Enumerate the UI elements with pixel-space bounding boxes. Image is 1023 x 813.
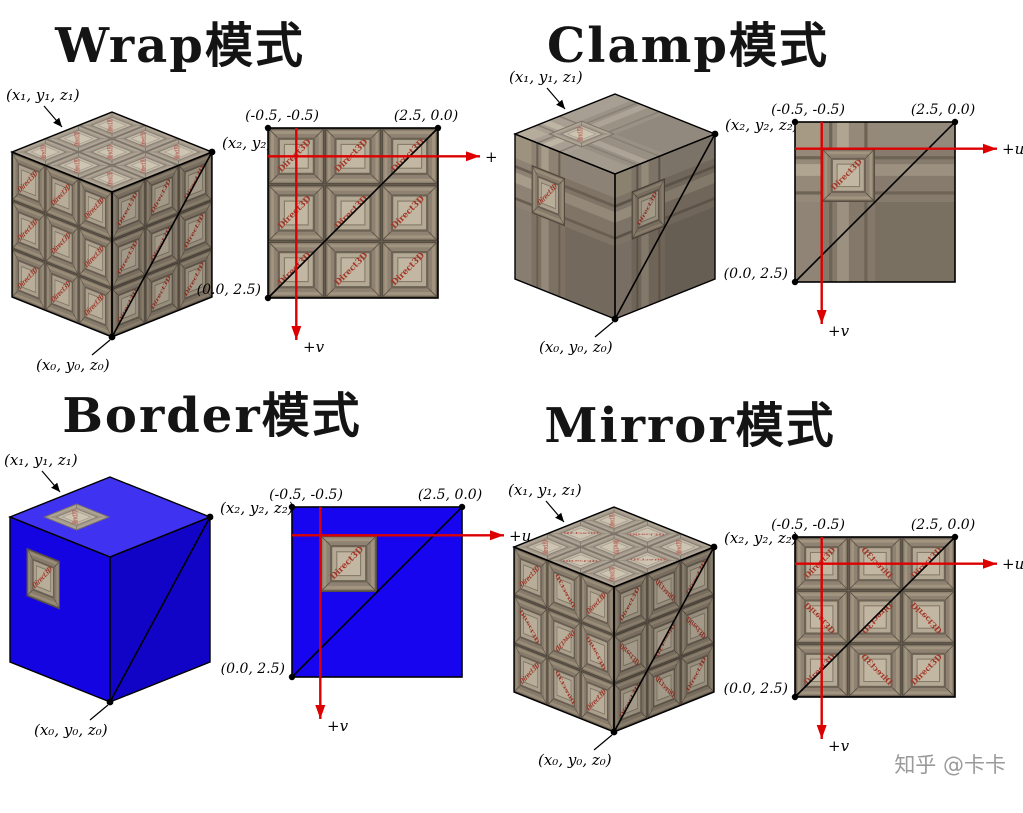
vertex-dot (106, 698, 114, 706)
uv-corner-dot (264, 294, 272, 302)
uv-top-left-label: (-0.5, -0.5) (245, 108, 319, 124)
uv-top-left-label: (-0.5, -0.5) (771, 102, 845, 118)
v1-pointer-arrow (546, 87, 566, 110)
v1-pointer-arrow (43, 105, 63, 128)
vertex-dot (206, 513, 214, 521)
wrap-uv-diagram: (-0.5, -0.5) (2.5, 0.0) (0.0, 2.5) + +v (197, 108, 498, 356)
u-axis-label: + (485, 148, 498, 166)
uv-corner-dot (791, 278, 799, 286)
uv-corner-dot (791, 693, 799, 701)
uv-corner-dot (791, 533, 799, 541)
border-cube: (x₁, y₁, z₁) (x₂, y₂, z₂) (x₀, y₀, z₀) (4, 451, 294, 739)
uv-corner-dot (434, 124, 442, 132)
uv-corner-dot (458, 503, 466, 511)
v0-pointer-line (593, 734, 613, 751)
mirror-title: Mirror模式 (544, 398, 835, 454)
vertex-label-v0: (x₀, y₀, z₀) (34, 721, 108, 739)
wrap-cube: (x₁, y₁, z₁) (x₂, y₂, z₂) (x₀, y₀, z₀) (6, 86, 296, 374)
uv-square (267, 127, 439, 299)
vertex-label-v2: (x₂, y₂, z₂) (725, 116, 799, 134)
uv-top-right-label: (2.5, 0.0) (911, 517, 975, 533)
clamp-cube: (x₁, y₁, z₁) (x₂, y₂, z₂) (x₀, y₀, z₀) (509, 68, 799, 356)
uv-square (291, 506, 463, 678)
v-axis-label: +v (828, 322, 850, 340)
u-axis-label: +u (1002, 140, 1023, 158)
v-axis-label: +v (828, 737, 850, 755)
vertex-dot (208, 148, 216, 156)
vertex-dot (611, 315, 619, 323)
v1-pointer-arrow (545, 500, 565, 523)
vertex-label-v1: (x₁, y₁, z₁) (508, 481, 582, 499)
uv-corner-dot (791, 118, 799, 126)
uv-corner-dot (264, 124, 272, 132)
wrap-title: Wrap模式 (54, 18, 305, 74)
uv-corner-dot (288, 503, 296, 511)
mirror-uv-diagram: (-0.5, -0.5) (2.5, 0.0) (0.0, 2.5) +u +v (724, 517, 1023, 755)
uv-bottom-left-label: (0.0, 2.5) (724, 681, 788, 697)
v-axis-label: +v (327, 717, 349, 735)
uv-top-left-label: (-0.5, -0.5) (771, 517, 845, 533)
v1-pointer-arrow (41, 470, 61, 493)
vertex-dot (108, 333, 116, 341)
uv-corner-dot (951, 533, 959, 541)
cube-face-diagonal (613, 546, 715, 733)
v0-pointer-line (91, 339, 111, 356)
uv-top-right-label: (2.5, 0.0) (394, 108, 458, 124)
vertex-dot (710, 543, 718, 551)
v-axis-label: +v (303, 338, 325, 356)
border-uv-diagram: (-0.5, -0.5) (2.5, 0.0) (0.0, 2.5) +u +v (221, 487, 532, 735)
uv-top-right-label: (2.5, 0.0) (418, 487, 482, 503)
uv-bottom-left-label: (0.0, 2.5) (724, 266, 788, 282)
uv-square (794, 536, 956, 698)
uv-bottom-left-label: (0.0, 2.5) (221, 661, 285, 677)
u-axis-label: +u (509, 527, 531, 545)
vertex-label-v2: (x₂, y₂, z₂) (220, 499, 294, 517)
watermark: 知乎 @卡卡 (894, 753, 1006, 777)
vertex-label-v0: (x₀, y₀, z₀) (36, 356, 110, 374)
vertex-label-v1: (x₁, y₁, z₁) (509, 68, 583, 86)
uv-square (794, 121, 956, 283)
uv-corner-dot (288, 673, 296, 681)
v0-pointer-line (594, 321, 614, 338)
vertex-label-v1: (x₁, y₁, z₁) (6, 86, 80, 104)
cube-face-diagonal (111, 151, 213, 338)
clamp-uv-diagram: (-0.5, -0.5) (2.5, 0.0) (0.0, 2.5) +u +v (724, 102, 1023, 340)
v0-pointer-line (89, 704, 109, 721)
uv-top-right-label: (2.5, 0.0) (911, 102, 975, 118)
vertex-dot (711, 130, 719, 138)
cube-face-diagonal (109, 516, 211, 703)
vertex-dot (610, 728, 618, 736)
uv-corner-dot (951, 118, 959, 126)
mirror-cube: (x₁, y₁, z₁) (x₂, y₂, z₂) (x₀, y₀, z₀) (508, 481, 798, 769)
vertex-label-v2: (x₂, y₂, z₂) (724, 529, 798, 547)
u-axis-label: +u (1002, 555, 1023, 573)
vertex-label-v0: (x₀, y₀, z₀) (539, 338, 613, 356)
clamp-title: Clamp模式 (547, 18, 829, 74)
uv-top-left-label: (-0.5, -0.5) (269, 487, 343, 503)
vertex-label-v0: (x₀, y₀, z₀) (538, 751, 612, 769)
vertex-label-v1: (x₁, y₁, z₁) (4, 451, 78, 469)
cube-face-diagonal (614, 133, 716, 320)
uv-bottom-left-label: (0.0, 2.5) (197, 282, 261, 298)
border-title: Border模式 (62, 388, 361, 444)
